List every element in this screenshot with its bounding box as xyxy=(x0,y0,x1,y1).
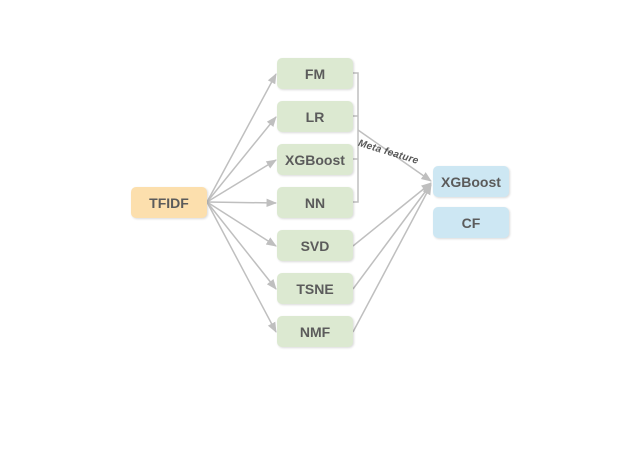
edge-tfidf-fm xyxy=(206,73,277,203)
node-xgboost-output: XGBoost xyxy=(433,166,509,197)
node-lr: LR xyxy=(277,101,353,132)
edge-tfidf-svd xyxy=(206,201,277,247)
edge-tfidf-xgboost xyxy=(206,159,277,203)
edge-tfidf-tsne xyxy=(206,201,277,290)
node-nmf: NMF xyxy=(277,316,353,347)
edge-meta-xgboost xyxy=(357,129,432,182)
node-fm: FM xyxy=(277,58,353,89)
edge-nmf-xgboost xyxy=(352,184,432,333)
meta-feature-bracket xyxy=(353,72,359,203)
node-xgboost-model: XGBoost xyxy=(277,144,353,175)
edge-tsne-xgboost xyxy=(352,183,432,290)
edge-svd-xgboost xyxy=(352,182,432,247)
node-tsne: TSNE xyxy=(277,273,353,304)
node-tfidf: TFIDF xyxy=(131,187,207,218)
edge-tfidf-nmf xyxy=(206,201,277,333)
edge-tfidf-lr xyxy=(206,116,277,203)
node-svd: SVD xyxy=(277,230,353,261)
node-nn: NN xyxy=(277,187,353,218)
node-cf: CF xyxy=(433,207,509,238)
edge-tfidf-nn xyxy=(206,198,278,208)
